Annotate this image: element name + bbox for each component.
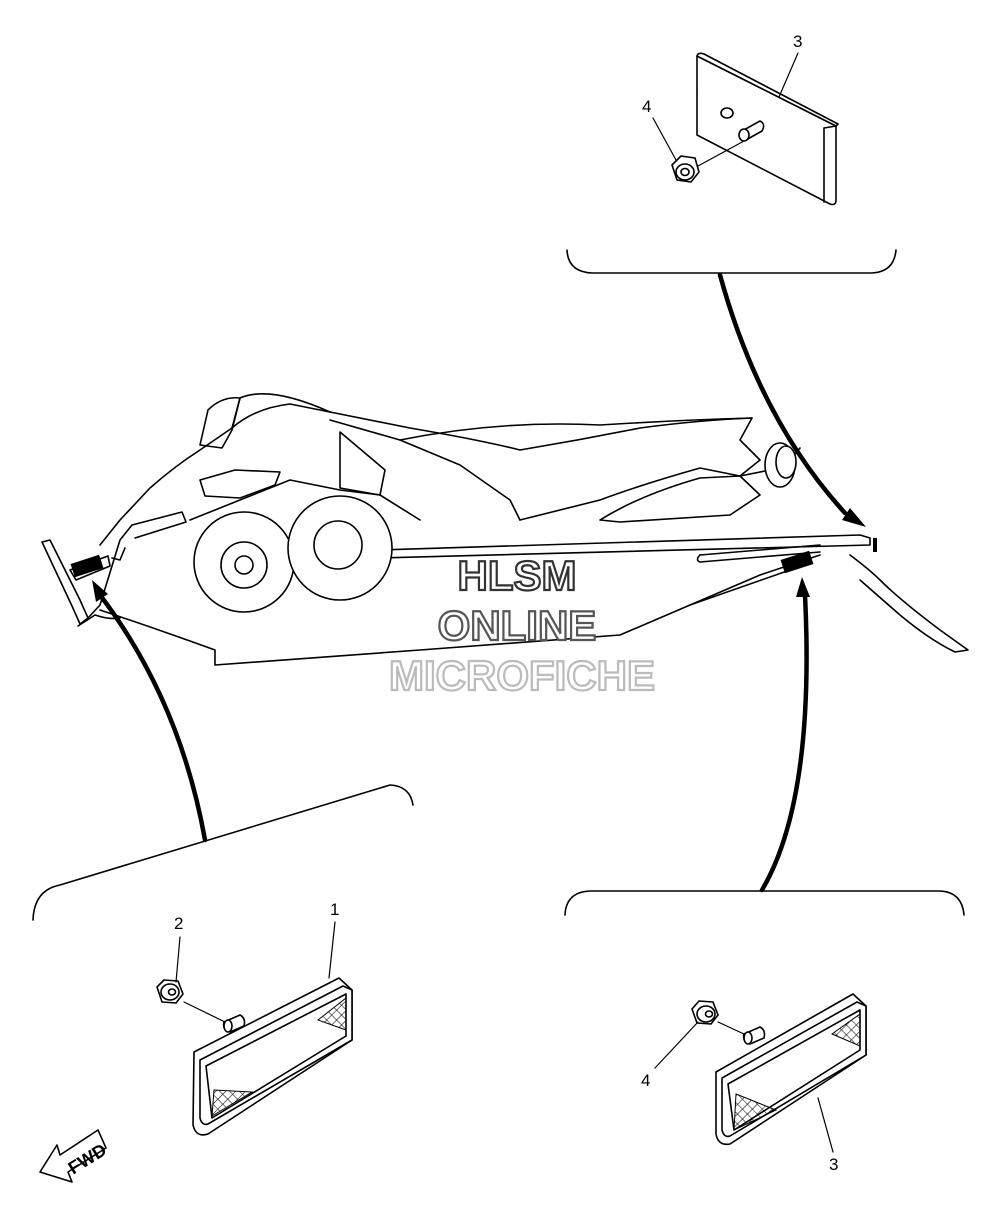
top-detail-panel: 3 4	[566, 32, 897, 274]
top-nut	[671, 140, 745, 183]
callout-label: 4	[641, 1071, 650, 1090]
leader-line	[817, 1097, 834, 1153]
pointer-arrowhead	[796, 577, 810, 597]
left-detail-panel: 1 2	[32, 784, 414, 1136]
leader-line	[328, 921, 336, 979]
pointer-line	[717, 272, 848, 516]
front-nut	[156, 979, 226, 1023]
callout-label: 2	[174, 914, 183, 933]
top-panel-frame	[566, 249, 897, 274]
side-reflector-plate	[715, 993, 867, 1146]
watermark-line-1: HLSM	[458, 552, 577, 599]
rear-reflector-plate	[696, 52, 839, 206]
right-detail-panel: 4 3	[564, 890, 965, 1174]
pointer-line	[759, 592, 809, 893]
leader-line	[652, 117, 677, 161]
callout-label: 1	[330, 900, 339, 919]
watermark-line-2: ONLINE	[438, 602, 597, 649]
leader-line	[778, 52, 799, 98]
side-nut	[691, 1000, 745, 1035]
front-reflector-plate	[192, 977, 353, 1136]
watermark: HLSM ONLINE MICROFICHE	[388, 551, 656, 700]
pointer-arrowhead	[842, 508, 866, 527]
callout-label: 3	[793, 32, 802, 51]
left-panel-frame	[32, 784, 414, 921]
fwd-arrow: FWD	[39, 1129, 110, 1183]
pointer-arrowhead	[92, 580, 108, 602]
callout-label: 4	[642, 97, 651, 116]
pointer-line	[97, 592, 208, 843]
watermark-line-3: MICROFICHE	[389, 652, 655, 699]
snowmobile-outline	[41, 393, 969, 666]
right-panel-frame	[564, 890, 965, 916]
leader-line	[654, 1021, 699, 1069]
leader-line	[175, 936, 181, 983]
callout-label: 3	[829, 1155, 838, 1174]
